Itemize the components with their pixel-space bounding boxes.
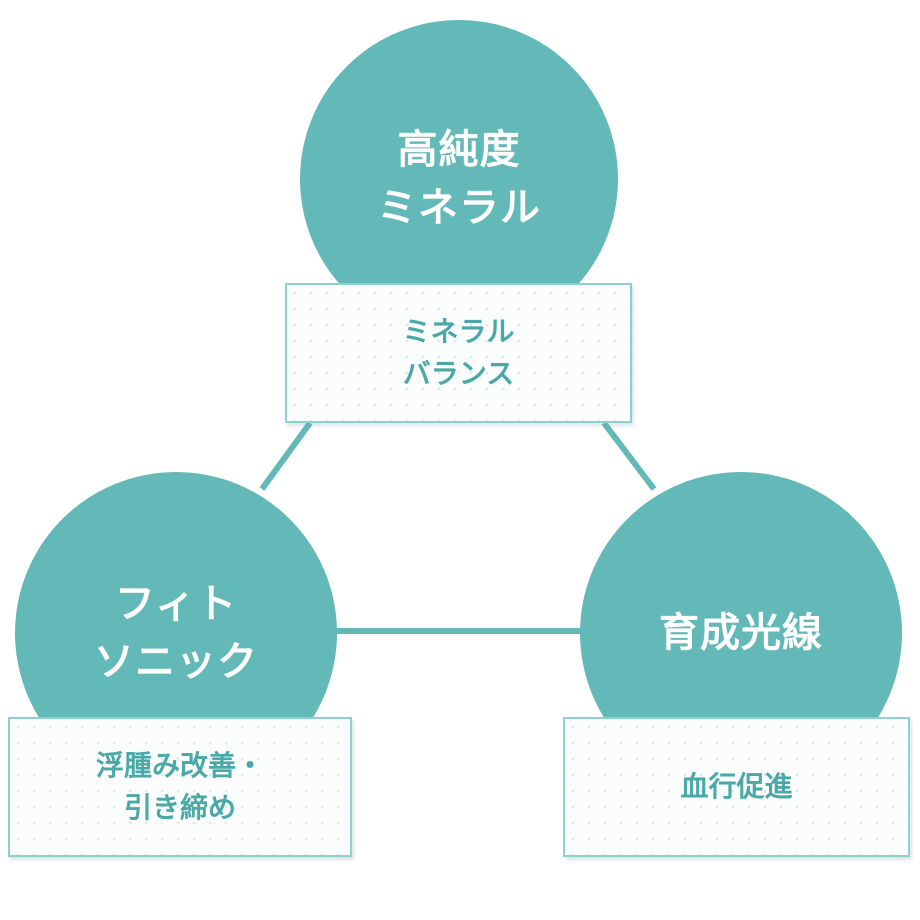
box-top-line-2: バランス	[402, 357, 515, 390]
box-left-line-2: 引き締め	[123, 791, 236, 824]
circle-left-line-1: フィト	[114, 581, 238, 627]
box-left-line-1: 浮腫み改善・	[95, 749, 264, 782]
box-blood-circulation: 血行促進	[563, 717, 910, 857]
circle-left-line-2: ソニック	[94, 639, 258, 685]
circle-top-line-1: 高純度	[397, 127, 521, 173]
circle-right-line-1: 育成光線	[659, 610, 823, 656]
box-swelling-improvement: 浮腫み改善・ 引き締め	[8, 717, 352, 857]
connector-top-left	[259, 421, 313, 491]
connector-top-right	[601, 421, 657, 491]
box-right-line-1: 血行促進	[680, 770, 793, 803]
circle-top-line-2: ミネラル	[377, 185, 541, 231]
box-top-line-1: ミネラル	[402, 315, 515, 348]
box-mineral-balance: ミネラル バランス	[285, 283, 632, 423]
